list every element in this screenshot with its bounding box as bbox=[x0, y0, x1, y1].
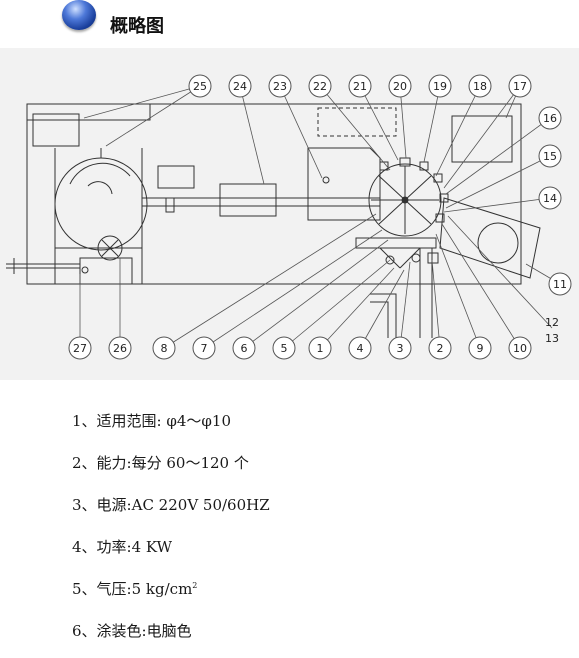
spec-superscript: 2 bbox=[192, 581, 198, 590]
spec-item-power-supply: 3、电源:AC 220V 50/60HZ bbox=[72, 494, 270, 515]
spec-number: 5、 bbox=[72, 580, 97, 598]
callout-circle-8 bbox=[152, 336, 176, 360]
callout-circle-18 bbox=[468, 74, 492, 98]
spec-value: 5 kg/cm bbox=[131, 580, 193, 598]
spec-item-range: 1、适用范围: φ4～φ10 bbox=[72, 410, 231, 431]
callout-circle-26 bbox=[108, 336, 132, 360]
callout-label-14: 14 bbox=[543, 192, 557, 205]
spec-number: 2、 bbox=[72, 454, 97, 472]
callout-circle-11 bbox=[548, 272, 572, 296]
callout-label-26: 26 bbox=[113, 342, 127, 355]
callout-circle-25 bbox=[188, 74, 212, 98]
callout-label-20: 20 bbox=[393, 80, 407, 93]
spec-item-capacity: 2、能力:每分 60～120 个 bbox=[72, 452, 249, 473]
callout-circle-6 bbox=[232, 336, 256, 360]
callout-label-21: 21 bbox=[353, 80, 367, 93]
spec-number: 4、 bbox=[72, 538, 97, 556]
side-box bbox=[451, 115, 513, 163]
spec-number: 3、 bbox=[72, 496, 97, 514]
callout-circle-19 bbox=[428, 74, 452, 98]
spec-value: AC 220V 50/60HZ bbox=[131, 496, 270, 514]
callout-label-4: 4 bbox=[357, 342, 364, 355]
callout-label-10: 10 bbox=[513, 342, 527, 355]
callout-circle-21 bbox=[348, 74, 372, 98]
outfeed-housing bbox=[439, 197, 541, 279]
callout-label-17: 17 bbox=[513, 80, 527, 93]
callout-label-7: 7 bbox=[201, 342, 208, 355]
callout-circle-17 bbox=[508, 74, 532, 98]
spec-label: 涂装色: bbox=[96, 622, 147, 640]
callout-label-27: 27 bbox=[73, 342, 87, 355]
callout-label-22: 22 bbox=[313, 80, 327, 93]
page-title: 概略图 bbox=[110, 16, 164, 37]
callout-label-19: 19 bbox=[433, 80, 447, 93]
control-box bbox=[32, 113, 80, 147]
callout-label-3: 3 bbox=[397, 342, 404, 355]
callout-circle-2 bbox=[428, 336, 452, 360]
spec-value: 电脑色 bbox=[146, 622, 192, 640]
machine-frame bbox=[26, 103, 522, 285]
spec-label: 适用范围: bbox=[96, 412, 162, 430]
callout-circle-7 bbox=[192, 336, 216, 360]
spec-value: φ4～φ10 bbox=[161, 412, 232, 430]
callout-label-8: 8 bbox=[161, 342, 168, 355]
callout-circle-9 bbox=[468, 336, 492, 360]
spec-label: 能力: bbox=[96, 454, 132, 472]
callout-label-9: 9 bbox=[477, 342, 484, 355]
callout-label-25: 25 bbox=[193, 80, 207, 93]
spec-value: 每分 60～120 个 bbox=[131, 454, 249, 472]
callout-label-18: 18 bbox=[473, 80, 487, 93]
spec-label: 气压: bbox=[96, 580, 132, 598]
callout-label-24: 24 bbox=[233, 80, 247, 93]
spec-label: 电源: bbox=[96, 496, 132, 514]
blue-orb-icon bbox=[62, 0, 96, 30]
callout-label-1: 1 bbox=[317, 342, 324, 355]
callout-label-12: 12 bbox=[545, 316, 559, 329]
callout-circle-24 bbox=[228, 74, 252, 98]
drive-box-24 bbox=[219, 183, 277, 217]
spec-value: 4 KW bbox=[131, 538, 173, 556]
rotary-table bbox=[368, 163, 442, 237]
spec-item-air-pressure: 5、气压:5 kg/cm2 bbox=[72, 578, 197, 599]
callout-circle-14 bbox=[538, 186, 562, 210]
callout-circle-16 bbox=[538, 106, 562, 130]
callout-circle-20 bbox=[388, 74, 412, 98]
callout-circle-3 bbox=[388, 336, 412, 360]
callout-circle-23 bbox=[268, 74, 292, 98]
callout-label-23: 23 bbox=[273, 80, 287, 93]
schematic-drawing: 2524232221201918171615141112132726876514… bbox=[6, 74, 572, 360]
spec-number: 6、 bbox=[72, 622, 97, 640]
callout-circle-27 bbox=[68, 336, 92, 360]
callout-circle-15 bbox=[538, 144, 562, 168]
spec-number: 1、 bbox=[72, 412, 97, 430]
callout-circle-4 bbox=[348, 336, 372, 360]
callout-circle-22 bbox=[308, 74, 332, 98]
hopper-circle bbox=[54, 157, 148, 251]
callout-label-15: 15 bbox=[543, 150, 557, 163]
callout-label-6: 6 bbox=[241, 342, 248, 355]
header: 概略图 bbox=[0, 0, 579, 48]
callout-circle-5 bbox=[272, 336, 296, 360]
spec-item-paint-color: 6、涂装色:电脑色 bbox=[72, 620, 192, 641]
callout-label-16: 16 bbox=[543, 112, 557, 125]
callout-label-11: 11 bbox=[553, 278, 567, 291]
callout-label-5: 5 bbox=[281, 342, 288, 355]
callout-label-13: 13 bbox=[545, 332, 559, 345]
spec-label: 功率: bbox=[96, 538, 132, 556]
callout-label-2: 2 bbox=[437, 342, 444, 355]
spec-item-power: 4、功率:4 KW bbox=[72, 536, 172, 557]
callout-circle-10 bbox=[508, 336, 532, 360]
callout-circle-1 bbox=[308, 336, 332, 360]
